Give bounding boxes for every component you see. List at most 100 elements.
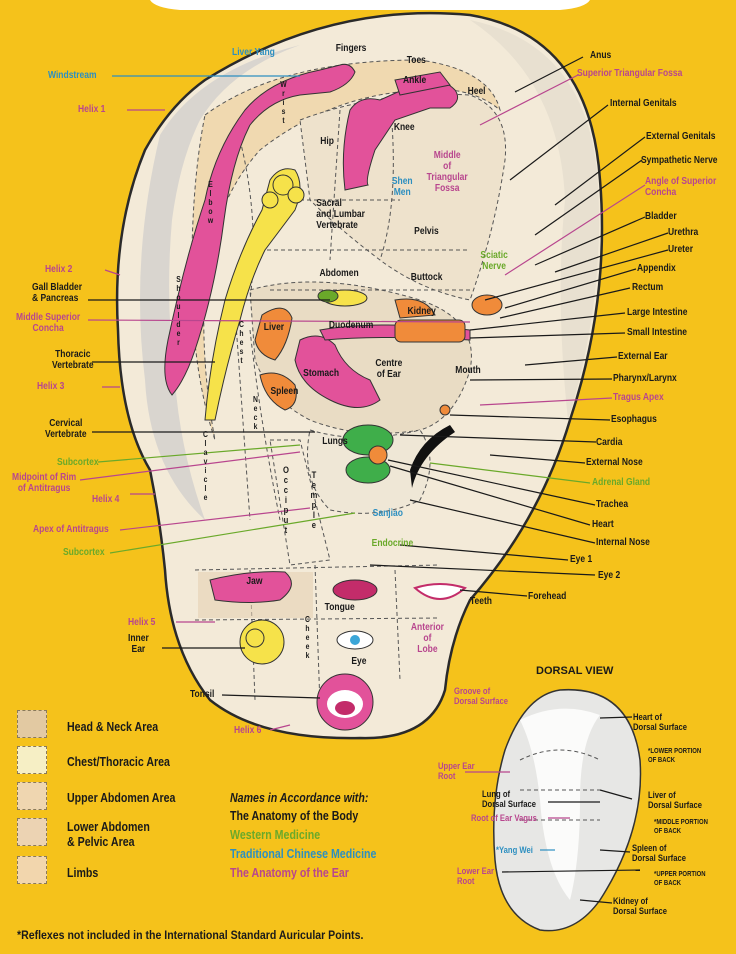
- label-fingers: Fingers: [335, 43, 367, 54]
- label-sacral: Sacral and Lumbar Vertebrate: [316, 198, 365, 231]
- label-kidney: Kidney: [407, 306, 436, 317]
- label-liver-dorsal: Liver of Dorsal Surface: [648, 790, 703, 810]
- names-western: Western Medicine: [230, 828, 321, 842]
- label-ureter: Ureter: [668, 244, 694, 255]
- label-jaw: Jaw: [246, 576, 263, 587]
- label-pelvis: Pelvis: [414, 226, 439, 237]
- label-middle-triangular: Middle of Triangular Fossa: [426, 150, 468, 194]
- label-endocrine: Endocrine: [371, 538, 414, 549]
- label-shoulder: Shoulder: [174, 275, 183, 347]
- label-buttock: Buttock: [410, 272, 443, 283]
- names-body: The Anatomy of the Body: [230, 809, 359, 823]
- label-upper-back: *UPPER PORTION OF BACK: [654, 871, 706, 887]
- label-subcortex-2: Subcortex: [63, 547, 105, 558]
- label-elbow: Elbow: [206, 180, 215, 225]
- label-kidney-dorsal: Kidney of Dorsal Surface: [613, 896, 668, 916]
- legend-swatch-limbs: [17, 856, 47, 884]
- legend-upper-abdomen: Upper Abdomen Area: [67, 791, 176, 805]
- label-cervical: Cervical Vertebrate: [45, 418, 87, 440]
- label-liver-yang: Liver Yang: [232, 47, 275, 58]
- label-helix-6: Helix 6: [234, 725, 262, 736]
- label-heart-dorsal: Heart of Dorsal Surface: [633, 712, 688, 732]
- label-helix-3: Helix 3: [37, 381, 65, 392]
- label-stomach: Stomach: [303, 368, 340, 379]
- label-upper-ear-root: Upper Ear Root: [438, 761, 475, 781]
- legend-swatch-chest: [17, 746, 47, 774]
- label-apex-antitragus: Apex of Antitragus: [33, 524, 109, 535]
- label-inner-ear: Inner Ear: [128, 633, 149, 655]
- label-anterior-lobe: Anterior of Lobe: [410, 622, 444, 655]
- label-anus: Anus: [590, 50, 612, 61]
- label-cheek: Cheek: [303, 615, 312, 660]
- label-knee: Knee: [393, 122, 415, 133]
- label-tonsil: Tonsil: [190, 689, 215, 700]
- label-bladder: Bladder: [645, 211, 677, 222]
- label-temple: Temple: [309, 470, 319, 530]
- legend-head-neck: Head & Neck Area: [67, 720, 159, 734]
- label-chest: Chest: [237, 320, 246, 365]
- label-lower-back: *LOWER PORTION OF BACK: [648, 748, 702, 764]
- label-angle-superior-concha: Angle of Superior Concha: [645, 176, 717, 198]
- label-esophagus: Esophagus: [611, 414, 657, 425]
- label-root-ear-vagus: Root of Ear Vagus: [471, 813, 537, 823]
- footnote: *Reflexes not included in the Internatio…: [17, 928, 364, 942]
- label-spleen-dorsal: Spleen of Dorsal Surface: [632, 843, 687, 863]
- label-yang-wei: *Yang Wei: [496, 845, 533, 855]
- label-tragus-apex: Tragus Apex: [613, 392, 664, 403]
- label-cardia: Cardia: [596, 437, 623, 448]
- label-urethra: Urethra: [668, 227, 699, 238]
- label-wrist: Wrist: [279, 80, 288, 125]
- label-lung-dorsal: Lung of Dorsal Surface: [482, 789, 537, 809]
- label-external-genitals: External Genitals: [646, 131, 716, 142]
- label-hip: Hip: [320, 136, 334, 147]
- label-trachea: Trachea: [596, 499, 629, 510]
- label-gall-bladder: Gall Bladder & Pancreas: [32, 282, 83, 304]
- legend-limbs: Limbs: [67, 866, 99, 880]
- label-windstream: Windstream: [48, 70, 97, 81]
- label-heel: Heel: [467, 86, 486, 97]
- label-middle-back: *MIDDLE PORTION OF BACK: [654, 819, 708, 835]
- names-ear: The Anatomy of the Ear: [230, 866, 349, 880]
- label-internal-genitals: Internal Genitals: [610, 98, 677, 109]
- label-superior-triangular-fossa: Superior Triangular Fossa: [577, 68, 683, 79]
- label-occiput: Occiput: [281, 465, 291, 535]
- label-rectum: Rectum: [632, 282, 664, 293]
- legend-swatch-upper-abdomen: [17, 782, 47, 810]
- label-eye-2: Eye 2: [598, 570, 621, 581]
- label-eye: Eye: [351, 656, 367, 667]
- label-internal-nose: Internal Nose: [596, 537, 650, 548]
- label-teeth: Teeth: [469, 596, 492, 607]
- dorsal-view-title: DORSAL VIEW: [536, 665, 614, 677]
- label-thoracic: Thoracic Vertebrate: [52, 349, 94, 371]
- label-subcortex-1: Subcortex: [57, 457, 99, 468]
- label-groove-dorsal: Groove of Dorsal Surface: [454, 686, 509, 706]
- label-clavicle: Clavicle: [201, 430, 210, 502]
- label-mouth: Mouth: [455, 365, 481, 376]
- label-tongue: Tongue: [324, 602, 355, 613]
- legend-lower-abdomen: Lower Abdomen & Pelvic Area: [67, 820, 150, 849]
- label-small-intestine: Small Intestine: [627, 327, 687, 338]
- label-forehead: Forehead: [528, 591, 567, 602]
- label-helix-5: Helix 5: [128, 617, 156, 628]
- label-helix-4: Helix 4: [92, 494, 120, 505]
- label-liver: Liver: [263, 322, 285, 333]
- label-adrenal-gland: Adrenal Gland: [592, 477, 651, 488]
- label-appendix: Appendix: [637, 263, 676, 274]
- leg-shape: [342, 79, 459, 191]
- label-abdomen: Abdomen: [319, 268, 359, 279]
- spleen-shape: [259, 372, 297, 411]
- names-heading: Names in Accordance with:: [230, 791, 369, 805]
- label-helix-1: Helix 1: [78, 104, 106, 115]
- label-spleen: Spleen: [270, 386, 299, 397]
- label-lower-ear-root: Lower Ear Root: [457, 866, 494, 886]
- label-middle-superior-concha: Middle Superior Concha: [16, 312, 81, 334]
- label-shen-men: Shen Men: [391, 176, 413, 198]
- label-neck: Neck: [251, 395, 260, 431]
- label-sympathetic-nerve: Sympathetic Nerve: [641, 155, 718, 166]
- label-external-nose: External Nose: [586, 457, 643, 468]
- legend-swatch-lower-abdomen: [17, 818, 47, 846]
- label-toes: Toes: [406, 55, 426, 66]
- label-large-intestine: Large Intestine: [627, 307, 688, 318]
